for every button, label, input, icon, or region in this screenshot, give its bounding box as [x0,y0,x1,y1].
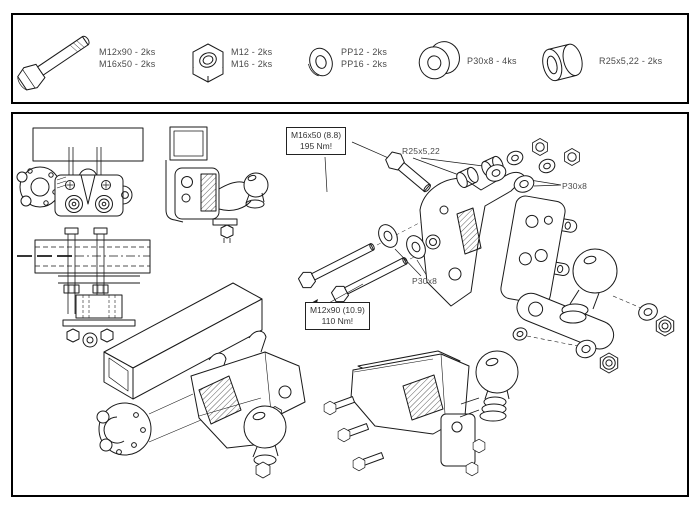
flat-washer-icon [308,47,333,77]
part-label-bolt: M12x90 - 2ks M16x50 - 2ks [99,47,156,69]
bolt-m12 [330,257,408,303]
hex-bolt-icon [17,35,90,91]
tow-ball-iso [243,405,287,449]
bolt-m16 [385,151,431,193]
crossmember [32,127,144,162]
side-view [165,126,269,243]
parts-list-panel: M12x90 - 2ks M16x50 - 2ks M12 - 2ks M16 … [11,13,689,104]
assembled-view [323,327,619,477]
callout-spacer-right: P30x8 [562,181,588,191]
spacer-part [406,235,426,259]
assembly-panel: M16x50 (8.8) 195 Nm! M12x90 (10.9) 110 N… [11,112,689,497]
part-label-spacer: P30x8 - 4ks [467,56,517,66]
parts-icons [17,35,583,91]
callout-bushing: R25x5,22 [402,146,440,156]
bushing-icon [542,43,583,82]
top-fasteners [485,138,580,193]
tow-ball-exploded [572,248,618,294]
tow-ball-side [243,172,269,198]
bushing-part [456,166,479,188]
part-label-washer: PP12 - 2ks PP16 - 2ks [341,47,388,69]
hex-nut-icon [192,43,224,83]
front-view [16,127,144,217]
part-label-bushing: R25x5,22 - 2ks [599,56,663,66]
spacer-icon [418,41,460,80]
channel-plate [500,195,578,305]
iso-view [96,282,306,479]
tow-ball-assembled [475,350,519,394]
section-view [17,227,151,348]
spacer-part [378,224,398,248]
receiver-end [169,126,208,161]
torque-note-m16: M16x50 (8.8) 195 Nm! [286,127,347,155]
bolt-m12 [297,243,375,289]
tube-side [132,298,263,400]
part-label-nut: M12 - 2ks M16 - 2ks [231,47,273,69]
torque-note-m12: M12x90 (10.9) 110 Nm! [305,302,370,330]
assembly-drawing [16,126,675,479]
callout-spacer-left: P30x8 [412,276,438,286]
exploded-view [297,138,675,350]
